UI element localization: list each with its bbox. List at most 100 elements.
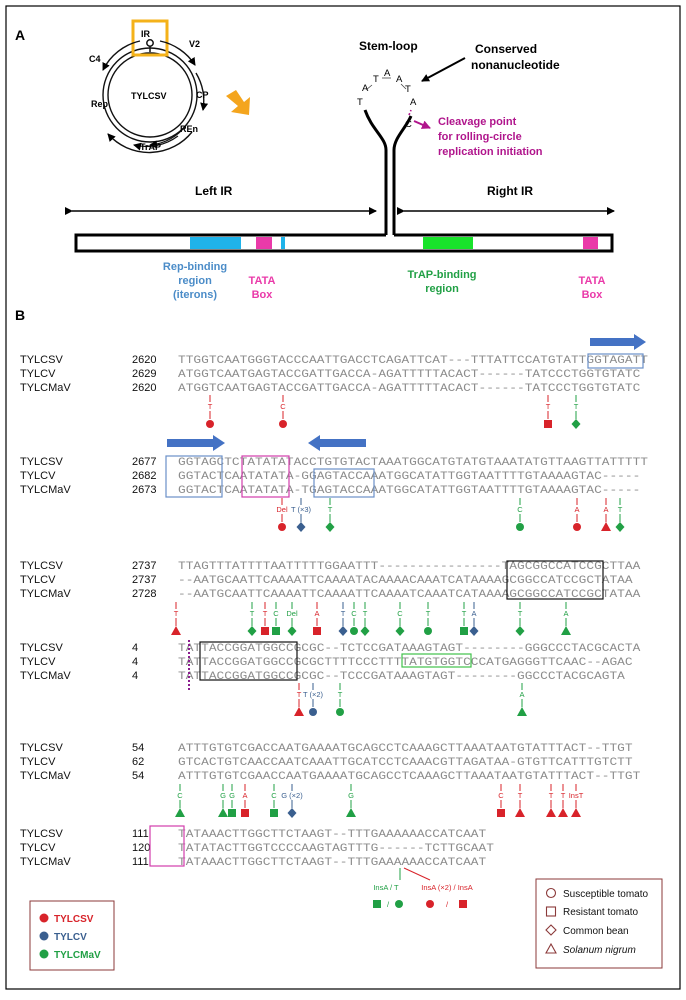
marker-label: T	[561, 791, 566, 800]
trap-binding-box	[423, 237, 473, 249]
species-name: TYLCSV	[20, 560, 63, 572]
marker-circle	[278, 523, 286, 531]
orf-rep-label: Rep	[91, 99, 109, 109]
sequence-position: 62	[132, 756, 144, 768]
marker-label: Del	[286, 609, 298, 618]
marker-label: A	[242, 791, 247, 800]
marker-circle	[573, 523, 581, 531]
marker-square	[270, 809, 278, 817]
marker-label: C	[273, 609, 279, 618]
marker-separator: /	[387, 900, 390, 909]
marker-label: C	[517, 505, 523, 514]
sequence-position: 2728	[132, 588, 156, 600]
sequence-string: ATTTGTGTCGACCAATGAAAATGCAGCCTCAAAGCTTAAA…	[178, 743, 633, 755]
marker-stem	[403, 867, 431, 881]
iteron-arrow-1	[590, 334, 646, 350]
sequence-string: GGTACTCAATATATA-TGAGTACCAAATGGCATATTGGTA…	[178, 485, 640, 497]
panel-b-label: B	[15, 307, 25, 323]
trap-box-seq	[401, 653, 472, 668]
marker-label: A	[314, 609, 319, 618]
cleavage-line-3: replication initiation	[438, 146, 543, 158]
marker-triangle	[218, 808, 228, 817]
marker-label: T	[263, 609, 268, 618]
orf-trap-label: TrAP	[140, 142, 161, 152]
tata-box-1	[256, 237, 272, 249]
marker-label: C	[177, 791, 183, 800]
sequence-position: 2673	[132, 484, 156, 496]
marker-diamond	[338, 626, 348, 636]
orf-cp-arrow	[195, 72, 209, 111]
marker-label: C	[280, 402, 286, 411]
legend-label-tylcsv: TYLCSV	[54, 914, 94, 925]
cleavage-line-2: for rolling-circle	[438, 131, 522, 143]
legend-square-icon	[545, 906, 557, 917]
sequence-string: ATGGTCAATGAGTACCGATTGACCA-AGATTTTTACACT-…	[178, 383, 640, 395]
tata-2-line-1: TATA	[579, 275, 606, 287]
sequence-string: GGTAGCTCTATATATACCTGTGTACTAAATGGCATGTATG…	[178, 457, 648, 469]
iteron-box-3	[313, 468, 375, 498]
species-name: TYLCMaV	[20, 770, 71, 782]
marker-label: InsA / T	[373, 883, 399, 892]
left-ir-label: Left IR	[195, 184, 233, 198]
species-name: TYLCV	[20, 574, 56, 586]
zoom-arrow-icon	[226, 90, 250, 115]
tata-box-2	[583, 237, 598, 249]
host-legend-box	[535, 878, 663, 969]
cleavage-line-1: Cleavage point	[438, 116, 517, 128]
marker-triangle	[558, 808, 568, 817]
sequence-string: GGTACTCAATATATA-GGAGTACCAAATGGCATATTGGTA…	[178, 471, 640, 483]
sequence-position: 54	[132, 770, 144, 782]
marker-square	[373, 900, 381, 908]
species-name: TYLCSV	[20, 828, 63, 840]
orf-rep-arrow	[107, 131, 193, 154]
marker-label: T	[297, 690, 302, 699]
marker-square	[544, 420, 552, 428]
orf-cp-label: CP	[196, 90, 209, 100]
svg-text:A: A	[396, 74, 403, 85]
tata-box-seq-1	[241, 455, 290, 498]
legend-nigrum: Solanum nigrum	[563, 945, 636, 956]
marker-label: G (×2)	[281, 791, 303, 800]
marker-label: G	[348, 791, 354, 800]
marker-label: C	[271, 791, 277, 800]
orf-ren-label: REn	[180, 124, 198, 134]
marker-separator: /	[446, 900, 449, 909]
sequence-string: GTCACTGTCAACCAATCAAATTGCATCCTCAAACGTTAGA…	[178, 757, 633, 769]
marker-label: T	[341, 609, 346, 618]
marker-circle	[426, 900, 434, 908]
species-name: TYLCV	[20, 368, 56, 380]
marker-square	[313, 627, 321, 635]
marker-label: G	[220, 791, 226, 800]
marker-label: T	[250, 609, 255, 618]
marker-circle	[424, 627, 432, 635]
species-name: TYLCV	[20, 842, 56, 854]
trap-line-2: region	[425, 283, 459, 295]
marker-label: T	[426, 609, 431, 618]
stem-right-strand	[392, 115, 413, 235]
ir-hairpin-icon	[146, 39, 154, 47]
marker-label: T	[518, 791, 523, 800]
marker-square	[460, 627, 468, 635]
marker-triangle	[515, 808, 525, 817]
species-name: TYLCSV	[20, 354, 63, 366]
marker-diamond	[287, 808, 297, 818]
marker-diamond	[296, 522, 306, 532]
marker-label: T	[549, 791, 554, 800]
marker-circle	[309, 708, 317, 716]
marker-label: G	[229, 791, 235, 800]
genome-circle-inner	[107, 52, 193, 138]
marker-label: T	[462, 609, 467, 618]
orf-trap-arrow	[133, 135, 179, 151]
sequence-position: 2737	[132, 574, 156, 586]
marker-circle	[395, 900, 403, 908]
species-name: TYLCMaV	[20, 588, 71, 600]
marker-diamond	[395, 626, 405, 636]
rep-binding-box-small	[281, 237, 285, 249]
conserved-line-2: nonanucleotide	[471, 58, 560, 72]
marker-square	[272, 627, 280, 635]
sequence-string: TATAAACTTGGCTTCTAAGT--TTTGAAAAAACCATCAAT	[178, 857, 486, 869]
marker-circle	[350, 627, 358, 635]
marker-label: T	[518, 609, 523, 618]
